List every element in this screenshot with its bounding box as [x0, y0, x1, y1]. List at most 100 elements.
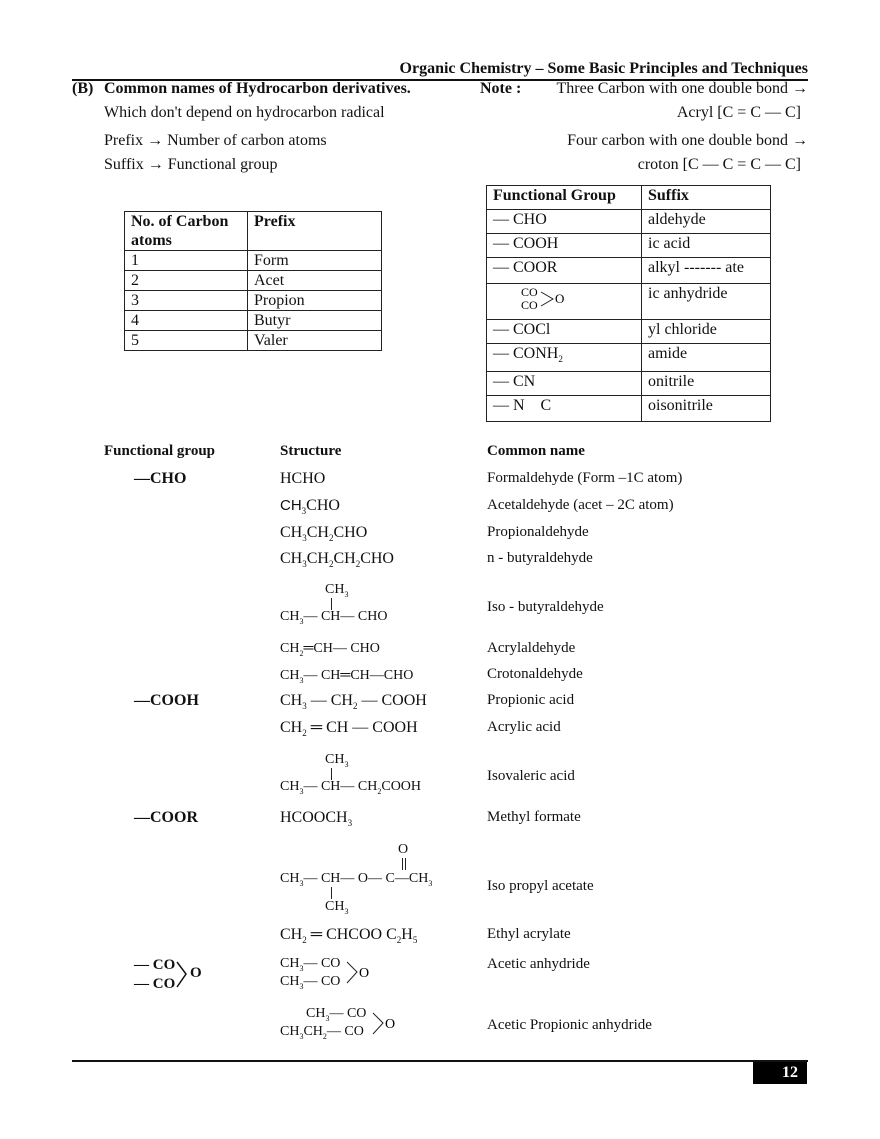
bond-line: [331, 768, 332, 780]
common-name: Propionaldehyde: [487, 524, 589, 540]
suffix-cell: amide: [641, 343, 771, 372]
footer-rule: [72, 1060, 808, 1062]
suffix-cell: — COOH: [486, 233, 642, 258]
group-anhydride-2: — CO: [134, 976, 176, 992]
prefix-cell: Propion: [247, 290, 382, 311]
structure-crotonaldehyde: CH3— CH═CH—CHO: [280, 668, 414, 685]
bond-line: [331, 887, 332, 899]
suffix-cell: oisonitrile: [641, 395, 771, 422]
structure-acetic-propionic-2: CH3CH2— CO: [280, 1024, 364, 1041]
page-number: 12: [753, 1062, 807, 1084]
group-cho: —CHO: [134, 470, 187, 487]
common-name: Acrylaldehyde: [487, 640, 576, 656]
suffix-cell: aldehyde: [641, 209, 771, 234]
structure-ipa-main: CH3— CH— O— C—CH3: [280, 871, 433, 888]
structure-hcho: HCHO: [280, 470, 326, 487]
structure-acrylic-acid: CH2 ═ CH — COOH: [280, 719, 418, 739]
svg-text:O: O: [555, 291, 564, 306]
common-name: Methyl formate: [487, 809, 581, 825]
suffix-cell: — CHO: [486, 209, 642, 234]
common-name: Isovaleric acid: [487, 768, 575, 784]
common-name: Formaldehyde (Form –1C atom): [487, 470, 683, 486]
section-heading: Common names of Hydrocarbon derivatives.: [104, 80, 411, 97]
structure-ipa-oxygen: O: [398, 842, 409, 857]
note-label: Note :: [480, 80, 522, 97]
common-name: Crotonaldehyde: [487, 666, 583, 682]
anhydride-bracket-icon: [176, 961, 187, 988]
structure-ethyl-acrylate: CH2 ═ CHCOO C2H5: [280, 926, 418, 946]
structure-propionaldehyde: CH3CH2CHO: [280, 524, 368, 544]
note-line3: Four carbon with one double bond →: [567, 132, 808, 149]
common-name: Acetic anhydride: [487, 956, 590, 972]
structure-isobutyraldehyde-top: CH3: [325, 582, 349, 599]
suffix-line: Suffix → Functional group: [104, 156, 278, 173]
group-cooh: —COOH: [134, 692, 199, 709]
anhydride-icon: CO CO O: [521, 285, 564, 312]
common-name: Iso propyl acetate: [487, 878, 594, 894]
prefix-cell: Butyr: [247, 310, 382, 331]
note-line2: Acryl [C = C — C]: [676, 104, 801, 121]
suffix-table-header-group: Functional Group: [486, 185, 642, 210]
structure-isobutyraldehyde-main: CH3— CH— CHO: [280, 609, 388, 626]
structure-propionic-acid: CH3 — CH2 — COOH: [280, 692, 427, 712]
group-anhydride-1: — CO: [134, 957, 176, 973]
structure-acrylaldehyde: CH2═CH— CHO: [280, 641, 380, 658]
suffix-cell: yl chloride: [641, 319, 771, 344]
structure-isovaleric-top: CH3: [325, 752, 349, 769]
anhydride-structure-cell: CO CO O: [486, 283, 642, 320]
common-name: Acetic Propionic anhydride: [487, 1017, 652, 1033]
note-line4: croton [C — C = C — C]: [637, 156, 801, 173]
prefix-cell: 2: [124, 270, 248, 291]
note-line1: Three Carbon with one double bond →: [556, 80, 809, 97]
suffix-table-header-suffix: Suffix: [641, 185, 771, 210]
group-coor: —COOR: [134, 809, 198, 826]
structure-acetic-propionic-1: CH3— CO: [306, 1006, 367, 1023]
suffix-cell: ic anhydride: [641, 283, 771, 320]
prefix-cell: 4: [124, 310, 248, 331]
header-rule: [72, 79, 808, 81]
section-line1: Which don't depend on hydrocarbon radica…: [104, 104, 385, 121]
suffix-cell: onitrile: [641, 371, 771, 396]
section-label: (B): [72, 80, 94, 97]
suffix-cell: — COCl: [486, 319, 642, 344]
svg-text:CO: CO: [521, 298, 538, 312]
prefix-cell: 3: [124, 290, 248, 311]
prefix-line: Prefix → Number of carbon atoms: [104, 132, 327, 149]
double-bond-line: [405, 858, 406, 870]
common-name: n - butyraldehyde: [487, 550, 593, 566]
anhydride-bracket-icon: O: [372, 1012, 395, 1035]
prefix-cell: Form: [247, 250, 382, 271]
prefix-cell: 1: [124, 250, 248, 271]
structure-acetic-anhydride-1: CH3— CO: [280, 956, 341, 973]
suffix-cell: ic acid: [641, 233, 771, 258]
suffix-cell: — CONH2: [486, 343, 642, 372]
structure-butyraldehyde: CH3CH2CH2CHO: [280, 550, 394, 570]
prefix-cell: Valer: [247, 330, 382, 351]
suffix-cell: alkyl ------- ate: [641, 257, 771, 284]
bond-line: [331, 598, 332, 610]
prefix-table-header-carbon: No. of Carbon atoms: [124, 211, 248, 251]
list-header-structure: Structure: [280, 443, 342, 459]
prefix-cell: 5: [124, 330, 248, 351]
anhydride-bracket-icon: O: [346, 961, 369, 984]
list-header-group: Functional group: [104, 443, 215, 459]
common-name: Acetaldehyde (acet – 2C atom): [487, 497, 674, 513]
prefix-table-header-prefix: Prefix: [247, 211, 382, 251]
svg-text:CO: CO: [521, 285, 538, 299]
structure-ipa-bottom: CH3: [325, 899, 349, 916]
double-bond-line: [402, 858, 403, 870]
running-header: Organic Chemistry – Some Basic Principle…: [399, 60, 808, 77]
suffix-cell: — COOR: [486, 257, 642, 284]
group-anhydride-oxygen: O: [190, 965, 202, 981]
common-name: Acrylic acid: [487, 719, 561, 735]
structure-isovaleric-main: CH3— CH— CH2COOH: [280, 779, 422, 796]
list-header-name: Common name: [487, 443, 585, 459]
common-name: Ethyl acrylate: [487, 926, 571, 942]
svg-text:O: O: [385, 1017, 395, 1032]
svg-text:O: O: [359, 966, 369, 981]
suffix-cell: — CN: [486, 371, 642, 396]
suffix-cell: — N C: [486, 395, 642, 422]
structure-acetic-anhydride-2: CH3— CO: [280, 974, 341, 991]
